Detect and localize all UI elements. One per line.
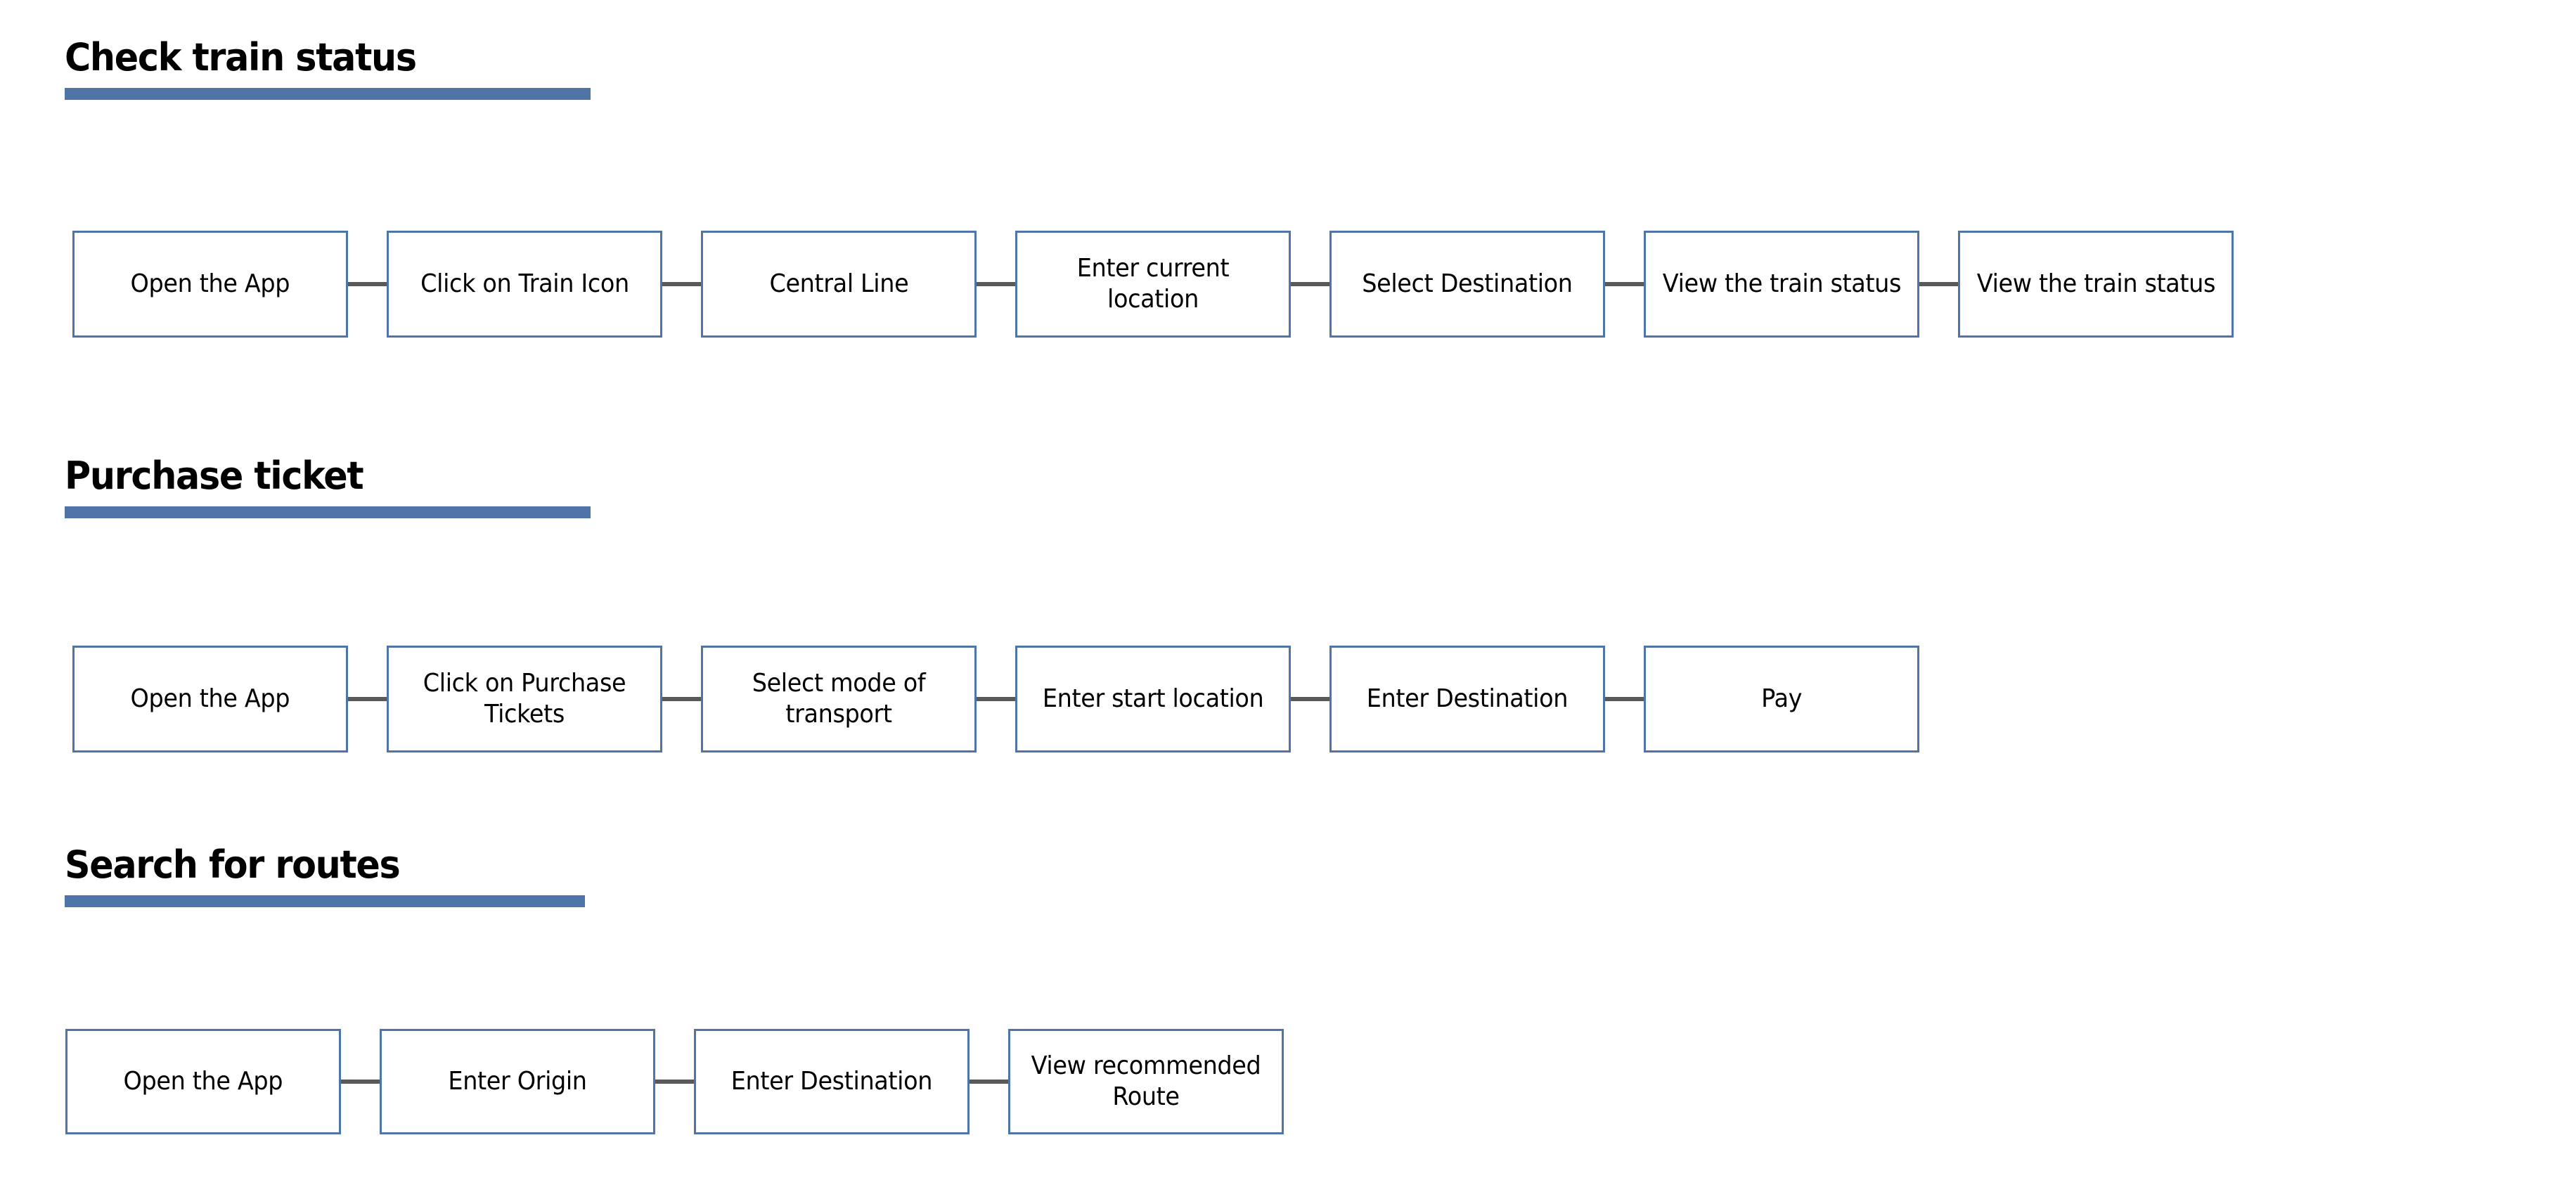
flow-node[interactable]: Select Destination (1329, 231, 1605, 338)
flow-node-label: Select Destination (1362, 269, 1573, 299)
flow-node[interactable]: Enter start location (1015, 646, 1291, 752)
section-header-search-for-routes: Search for routes (65, 846, 585, 907)
flow-connector (348, 282, 387, 286)
flow-node-label: Click on Train Icon (420, 269, 629, 299)
flow-node-label: Enter current location (1076, 254, 1230, 314)
flow-node-label: Enter start location (1042, 684, 1264, 714)
flow-node-label: Pay (1761, 684, 1802, 714)
flow-node-label: Select mode of transport (752, 669, 926, 729)
flow-node[interactable]: Open the App (65, 1029, 341, 1134)
flow-node[interactable]: Open the App (72, 231, 348, 338)
section-title-underline (65, 506, 591, 518)
flow-connector (1919, 282, 1958, 286)
flow-connector (655, 1080, 694, 1084)
section-title: Search for routes (65, 843, 401, 887)
flow-node[interactable]: View the train status (1958, 231, 2234, 338)
flow-connector (977, 282, 1015, 286)
flow-node-label: View the train status (1662, 269, 1901, 299)
flow-node-label: View the train status (1976, 269, 2215, 299)
flow-connector (977, 697, 1015, 701)
flow-node-label: Enter Origin (448, 1067, 587, 1096)
flow-node[interactable]: Enter Destination (1329, 646, 1605, 752)
flow-node[interactable]: View recommended Route (1008, 1029, 1284, 1134)
flow-connector (970, 1080, 1008, 1084)
flow-connector (1291, 697, 1329, 701)
section-header-purchase-ticket: Purchase ticket (65, 457, 591, 518)
flow-connector (662, 697, 701, 701)
flow-connector (1291, 282, 1329, 286)
flow-connector (1605, 697, 1644, 701)
section-title-underline (65, 895, 585, 907)
section-header-check-train-status: Check train status (65, 39, 591, 100)
flow-row-search-for-routes: Open the App Enter Origin Enter Destinatio… (65, 1029, 1284, 1134)
section-title: Check train status (65, 35, 417, 79)
flow-node-label: Central Line (769, 269, 908, 299)
flow-node-label: Open the App (130, 684, 290, 714)
flow-row-check-train-status: Open the App Click on Train Icon Central L… (72, 231, 2234, 338)
flow-node[interactable]: Central Line (701, 231, 977, 338)
flow-node[interactable]: Click on Train Icon (387, 231, 662, 338)
flow-node-label: Open the App (130, 269, 290, 299)
flow-connector (348, 697, 387, 701)
section-title-underline (65, 88, 591, 100)
flow-node[interactable]: Open the App (72, 646, 348, 752)
flow-node-label: Click on Purchase Tickets (423, 669, 626, 729)
flow-node[interactable]: Enter Destination (694, 1029, 970, 1134)
flow-node[interactable]: Click on Purchase Tickets (387, 646, 662, 752)
flow-node-label: Enter Destination (730, 1067, 933, 1096)
flow-node[interactable]: Pay (1644, 646, 1919, 752)
flow-node[interactable]: View the train status (1644, 231, 1919, 338)
flow-node-label: View recommended Route (1031, 1051, 1261, 1111)
flow-connector (1605, 282, 1644, 286)
flow-node-label: Open the App (123, 1067, 283, 1096)
flow-node[interactable]: Select mode of transport (701, 646, 977, 752)
section-title: Purchase ticket (65, 454, 364, 498)
flow-connector (662, 282, 701, 286)
flow-connector (341, 1080, 380, 1084)
flow-row-purchase-ticket: Open the App Click on Purchase Tickets Sel… (72, 646, 1919, 752)
flow-node[interactable]: Enter current location (1015, 231, 1291, 338)
flow-node[interactable]: Enter Origin (380, 1029, 655, 1134)
flow-node-label: Enter Destination (1366, 684, 1569, 714)
